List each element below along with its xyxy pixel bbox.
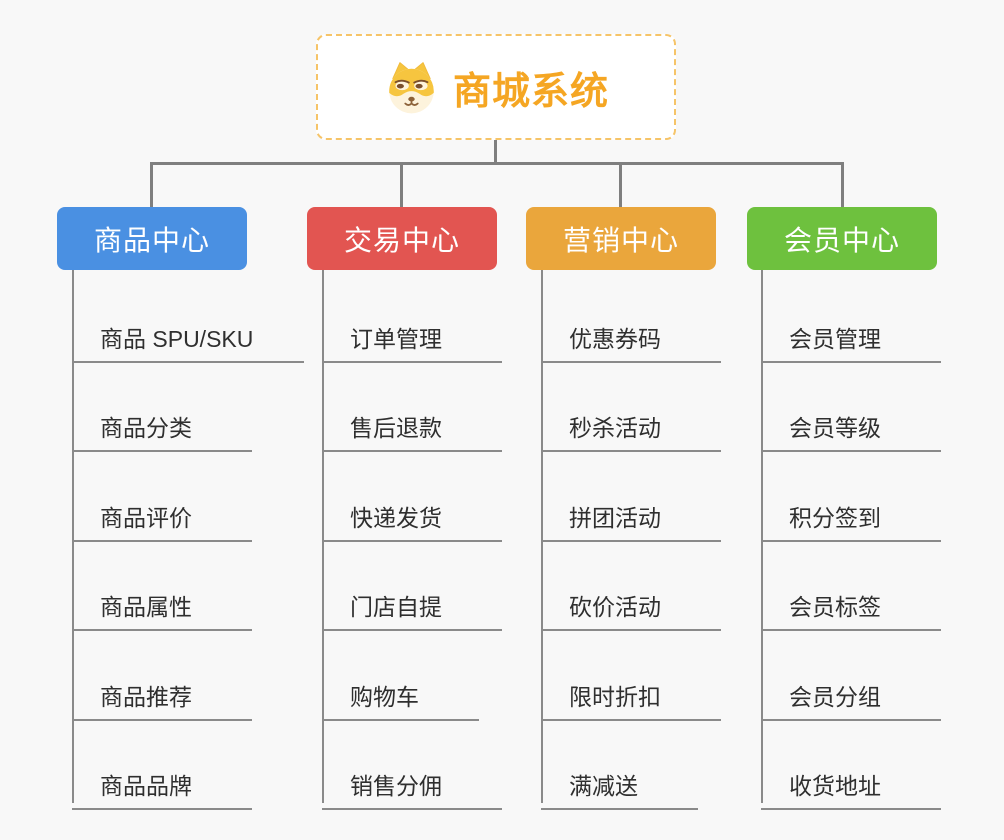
topic-bargain-activity[interactable]: 砍价活动 xyxy=(541,578,721,631)
topic-sales-commission[interactable]: 销售分佣 xyxy=(322,757,502,810)
topic-group-buy[interactable]: 拼团活动 xyxy=(541,489,721,542)
connector-drop-product xyxy=(150,162,153,207)
branch-node-member-center[interactable]: 会员中心 xyxy=(747,207,937,270)
topic-coupon-code[interactable]: 优惠券码 xyxy=(541,310,721,363)
connector-rail xyxy=(150,162,844,165)
topic-member-group[interactable]: 会员分组 xyxy=(761,668,941,721)
topic-points-checkin[interactable]: 积分签到 xyxy=(761,489,941,542)
trunk-line-trade xyxy=(322,270,324,803)
topic-limited-time-discount[interactable]: 限时折扣 xyxy=(541,668,721,721)
branch-node-trade-center[interactable]: 交易中心 xyxy=(307,207,497,270)
connector-root-stem xyxy=(494,140,497,163)
trunk-line-member xyxy=(761,270,763,803)
topic-express-delivery[interactable]: 快递发货 xyxy=(322,489,502,542)
root-node[interactable]: 商城系统 xyxy=(316,34,676,140)
connector-drop-marketing xyxy=(619,162,622,207)
topic-product-brand[interactable]: 商品品牌 xyxy=(72,757,252,810)
topic-shipping-address[interactable]: 收货地址 xyxy=(761,757,941,810)
branch-node-marketing-center[interactable]: 营销中心 xyxy=(526,207,716,270)
topic-product-spu-sku[interactable]: 商品 SPU/SKU xyxy=(72,310,304,363)
topic-product-recommend[interactable]: 商品推荐 xyxy=(72,668,252,721)
trunk-line-marketing xyxy=(541,270,543,803)
topic-store-pickup[interactable]: 门店自提 xyxy=(322,578,502,631)
topic-member-management[interactable]: 会员管理 xyxy=(761,310,941,363)
trunk-line-product xyxy=(72,270,74,803)
topic-shopping-cart[interactable]: 购物车 xyxy=(322,668,479,721)
topic-product-attribute[interactable]: 商品属性 xyxy=(72,578,252,631)
topic-member-tag[interactable]: 会员标签 xyxy=(761,578,941,631)
root-node-label: 商城系统 xyxy=(452,70,609,113)
topic-member-level[interactable]: 会员等级 xyxy=(761,399,941,452)
branch-node-product-center[interactable]: 商品中心 xyxy=(57,207,247,270)
topic-order-management[interactable]: 订单管理 xyxy=(322,310,502,363)
topic-full-reduction[interactable]: 满减送 xyxy=(541,757,698,810)
shiba-dog-icon xyxy=(389,61,434,113)
connector-drop-trade xyxy=(400,162,403,207)
topic-product-review[interactable]: 商品评价 xyxy=(72,489,252,542)
topic-product-category[interactable]: 商品分类 xyxy=(72,399,252,452)
topic-after-sale-refund[interactable]: 售后退款 xyxy=(322,399,502,452)
connector-drop-member xyxy=(841,162,844,207)
topic-flash-sale[interactable]: 秒杀活动 xyxy=(541,399,721,452)
